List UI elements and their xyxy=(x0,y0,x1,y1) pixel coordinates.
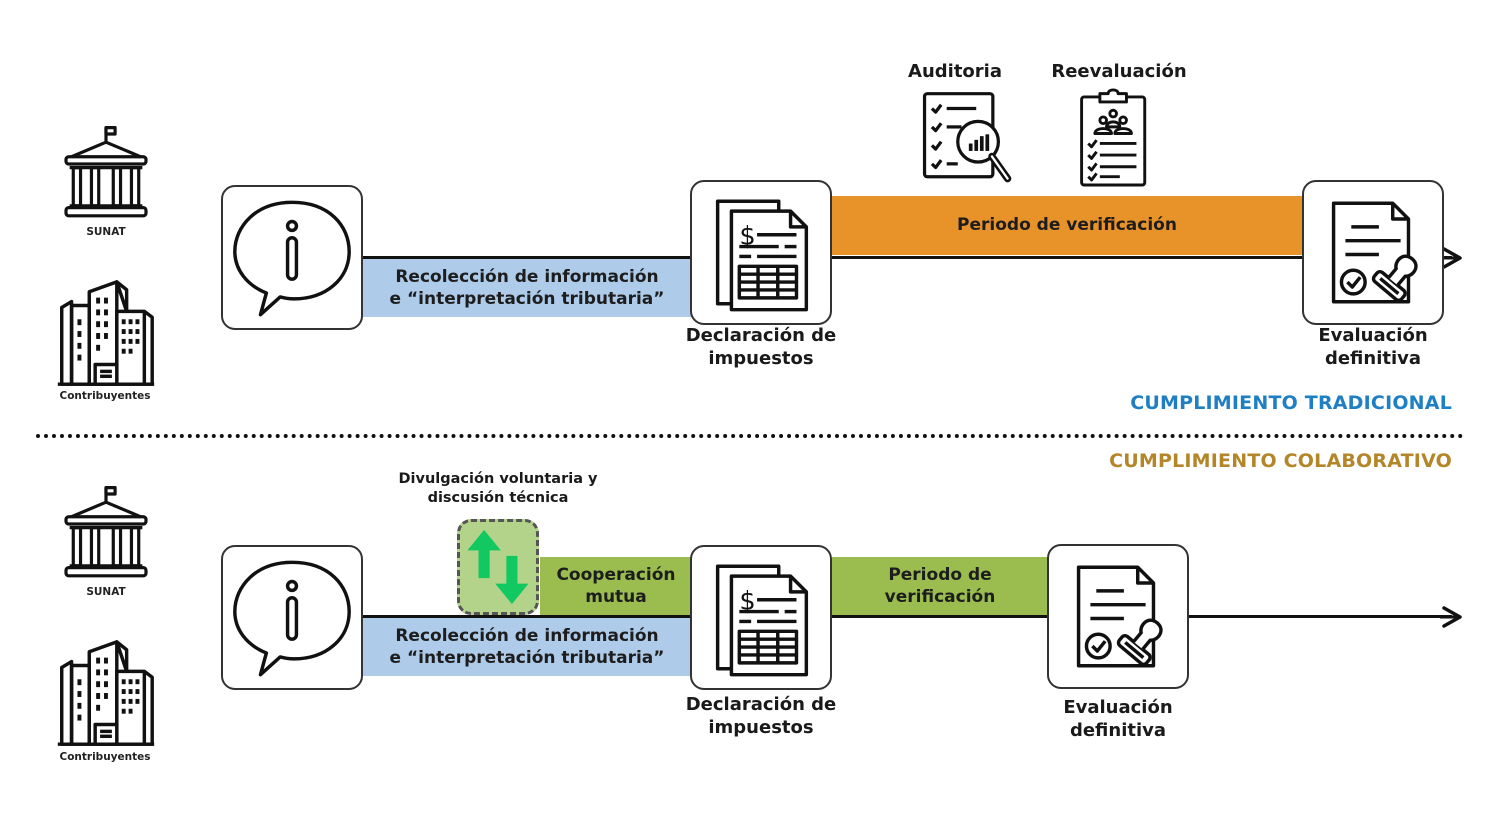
office-buildings-icon xyxy=(52,276,158,394)
tax-document-icon xyxy=(692,547,830,688)
verification-period-label: Periodo de verificación xyxy=(884,564,996,607)
info-collection-band xyxy=(362,618,692,676)
info-collection-label: Recolección de información e “interpreta… xyxy=(389,266,665,309)
audit-label: Auditoria xyxy=(908,61,1002,82)
info-node xyxy=(221,545,363,690)
final-assessment-node xyxy=(1047,544,1189,689)
timeline-line xyxy=(362,615,1452,618)
verification-period-band xyxy=(832,557,1048,615)
info-speech-bubble-icon xyxy=(223,547,361,688)
actor-taxpayers-label: Contribuyentes xyxy=(59,390,151,402)
section-divider xyxy=(36,434,1464,438)
up-down-arrows-icon xyxy=(467,529,529,605)
stamped-document-icon xyxy=(1049,546,1187,687)
info-speech-bubble-icon xyxy=(223,187,361,328)
declaration-label: Declaración de impuestos xyxy=(685,694,837,739)
final-assessment-label: Evaluación definitiva xyxy=(1318,325,1428,370)
info-node xyxy=(221,185,363,330)
office-buildings-icon xyxy=(52,636,158,754)
audit-magnifier-icon xyxy=(912,90,1022,210)
clipboard-checklist-icon xyxy=(1070,82,1158,190)
actor-sunat-label: SUNAT xyxy=(86,226,126,238)
disclosure-box xyxy=(457,519,539,615)
timeline-line xyxy=(362,256,1452,259)
declaration-label: Declaración de impuestos xyxy=(685,325,837,370)
declaration-node xyxy=(690,545,832,690)
mutual-cooperation-band xyxy=(540,557,692,615)
tax-document-icon xyxy=(692,182,830,323)
actor-taxpayers-label: Contribuyentes xyxy=(59,751,151,763)
traditional-title: CUMPLIMIENTO TRADICIONAL xyxy=(1130,392,1452,414)
mutual-cooperation-label: Cooperación mutua xyxy=(556,564,676,607)
final-assessment-node xyxy=(1302,180,1444,325)
collaborative-title: CUMPLIMIENTO COLABORATIVO xyxy=(1109,450,1452,472)
government-building-icon xyxy=(56,484,156,584)
info-collection-label: Recolección de información e “interpreta… xyxy=(389,625,665,668)
verification-period-label: Periodo de verificación xyxy=(957,215,1177,236)
actor-sunat-label: SUNAT xyxy=(86,586,126,598)
reassessment-label: Reevaluación xyxy=(1051,61,1187,82)
disclosure-label: Divulgación voluntaria y discusión técni… xyxy=(398,471,598,506)
verification-period-band xyxy=(832,196,1302,255)
timeline-arrow-icon xyxy=(1440,606,1462,628)
declaration-node xyxy=(690,180,832,325)
government-building-icon xyxy=(56,124,156,224)
info-collection-band xyxy=(362,259,692,317)
stamped-document-icon xyxy=(1304,182,1442,323)
final-assessment-label: Evaluación definitiva xyxy=(1063,697,1173,742)
